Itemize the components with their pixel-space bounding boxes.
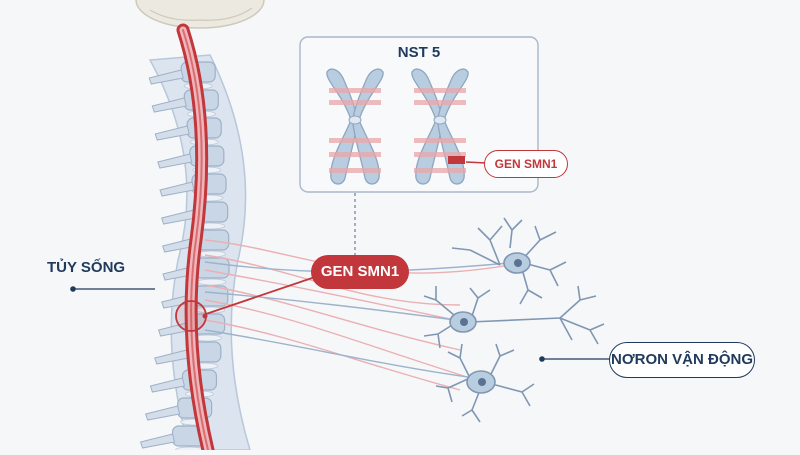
gene-label-center: GEN SMN1 [311, 255, 409, 289]
motor-neuron-1 [451, 217, 567, 305]
motor-neuron-label: NƠRON VẬN ĐỘNG [609, 342, 755, 378]
chromosome-title: NST 5 [397, 44, 441, 61]
motor-neuron-2 [423, 285, 605, 349]
gene-label-chromosome: GEN SMN1 [484, 150, 568, 178]
gene-locus-marker [175, 300, 207, 332]
spinal-column [139, 23, 252, 455]
brain-icon [135, 0, 265, 29]
chromosome-1 [326, 68, 384, 185]
spinal-cord-label: TỦY SỐNG [47, 259, 126, 276]
smn1-band [448, 156, 465, 164]
motor-neuron-3 [435, 343, 535, 423]
chromosome-2 [411, 68, 469, 185]
vertebra [194, 257, 230, 279]
